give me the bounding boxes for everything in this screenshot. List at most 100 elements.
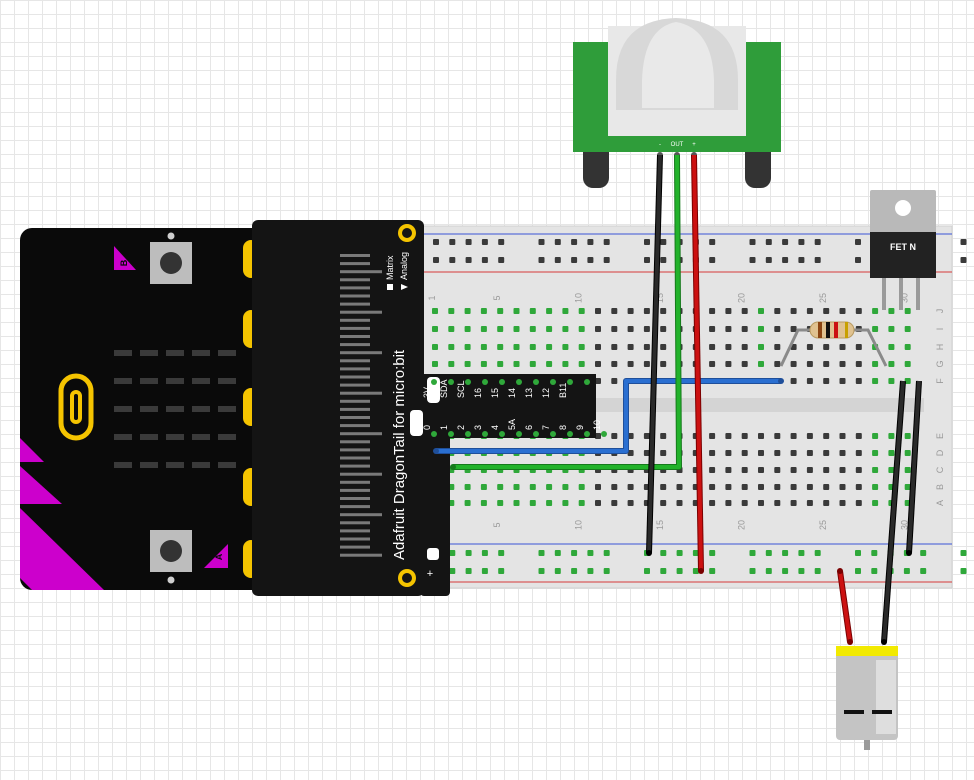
breadboard-hole xyxy=(790,467,797,473)
breadboard-column-number: 1 xyxy=(427,295,437,300)
breadboard-hole xyxy=(513,308,520,314)
dragontail-title: Adafruit DragonTail for micro:bit xyxy=(391,349,408,560)
breadboard-hole xyxy=(497,484,504,490)
breadboard-hole xyxy=(546,344,553,350)
dragontail-body xyxy=(252,220,424,596)
breadboard-hole xyxy=(562,361,569,367)
breadboard-hole xyxy=(643,361,650,367)
rail-hole xyxy=(798,257,805,263)
edge-finger xyxy=(340,343,370,347)
edge-finger xyxy=(340,383,370,387)
rail-hole xyxy=(498,239,505,245)
header-pin-label: 0 xyxy=(422,425,432,430)
rail-hole xyxy=(481,257,488,263)
edge-finger xyxy=(340,553,382,557)
rail-hole xyxy=(603,257,610,263)
header-pin xyxy=(465,379,471,385)
edge-finger xyxy=(340,359,370,363)
edge-finger xyxy=(340,367,370,371)
edge-finger xyxy=(340,464,370,468)
breadboard-hole xyxy=(432,344,438,350)
power-pad xyxy=(427,377,440,403)
rail-hole xyxy=(571,257,578,263)
breadboard-column-number: 20 xyxy=(737,293,747,303)
blue-wire xyxy=(436,379,781,453)
header-pin xyxy=(482,431,488,437)
rail-hole xyxy=(449,568,456,574)
pir-dome-highlight xyxy=(642,22,714,108)
breadboard-hole xyxy=(839,450,846,456)
rail-hole xyxy=(855,568,861,574)
breadboard-hole xyxy=(611,308,618,314)
breadboard-hole xyxy=(497,361,504,367)
header-pin-label: 12 xyxy=(541,388,551,398)
breadboard-hole xyxy=(872,361,879,367)
matrix-legend-square xyxy=(387,284,393,290)
breadboard-hole xyxy=(774,484,781,490)
rail-hole xyxy=(765,239,772,245)
breadboard-hole xyxy=(497,500,504,506)
breadboard-hole xyxy=(823,450,830,456)
edge-finger xyxy=(340,302,370,306)
breadboard-hole xyxy=(839,484,846,490)
edge-finger xyxy=(340,375,370,379)
header-pin xyxy=(567,431,573,437)
rail-hole xyxy=(554,257,561,263)
header-pin xyxy=(533,431,539,437)
header-pin xyxy=(584,431,590,437)
led xyxy=(140,406,158,412)
breadboard-hole xyxy=(790,433,797,439)
breadboard-hole xyxy=(855,484,862,490)
motor-terminal-mark xyxy=(872,710,892,714)
breadboard-hole xyxy=(627,500,634,506)
header-pin xyxy=(516,379,522,385)
breadboard-hole xyxy=(627,450,634,456)
breadboard-hole xyxy=(790,326,797,332)
breadboard-hole xyxy=(872,326,879,332)
breadboard-hole xyxy=(872,450,879,456)
breadboard-hole xyxy=(660,308,667,314)
rail-hole xyxy=(960,239,967,245)
rail-hole xyxy=(498,568,505,574)
edge-finger xyxy=(340,262,370,266)
edge-finger xyxy=(340,351,382,355)
led xyxy=(218,406,236,412)
breadboard-hole xyxy=(643,433,650,439)
breadboard-hole xyxy=(904,326,911,332)
touch-logo-inner xyxy=(70,390,82,424)
led xyxy=(114,406,132,412)
header-pin xyxy=(499,431,505,437)
breadboard-hole xyxy=(741,450,748,456)
button-a-cap xyxy=(160,540,182,562)
gnd-pad xyxy=(410,410,423,436)
wire-end xyxy=(450,464,456,470)
breadboard-hole xyxy=(904,450,911,456)
header-pin-label: SCL xyxy=(456,380,466,398)
breadboard-hole xyxy=(855,450,862,456)
rail-hole xyxy=(603,550,610,556)
rail-hole xyxy=(449,550,456,556)
breadboard-hole xyxy=(432,308,438,314)
pir-pin-vcc-label: + xyxy=(692,142,696,148)
rail-hole xyxy=(960,550,967,556)
edge-finger xyxy=(340,521,370,525)
breadboard-hole xyxy=(725,450,732,456)
rail-hole xyxy=(920,568,927,574)
header-pin xyxy=(550,431,556,437)
breadboard-column-number: 30 xyxy=(900,520,910,530)
breadboard-hole xyxy=(823,467,830,473)
edge-finger xyxy=(340,318,370,322)
breadboard-hole xyxy=(627,344,634,350)
breadboard-hole xyxy=(578,326,585,332)
resistor-lead-left xyxy=(779,328,812,367)
breadboard-hole xyxy=(448,326,455,332)
breadboard-hole xyxy=(806,378,813,384)
breadboard-hole xyxy=(627,433,634,439)
button-b-marker xyxy=(114,246,136,270)
breadboard-hole xyxy=(480,344,487,350)
header-pin xyxy=(601,431,607,437)
breadboard-hole xyxy=(513,484,520,490)
breadboard-hole xyxy=(660,361,667,367)
edge-finger xyxy=(340,537,370,541)
led xyxy=(218,378,236,384)
